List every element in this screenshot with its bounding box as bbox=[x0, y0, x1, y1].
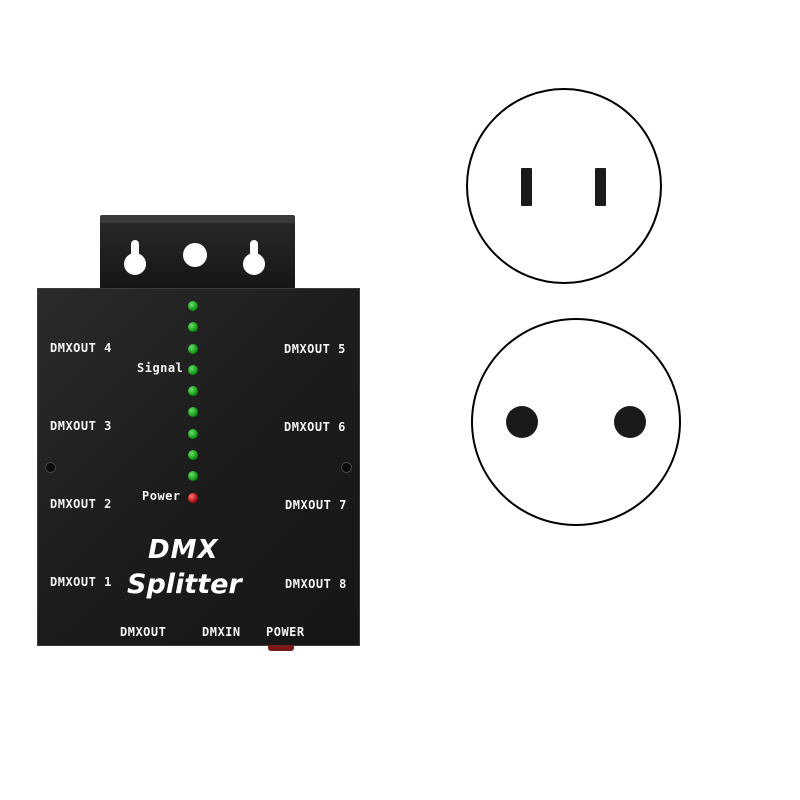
round-pin-left-icon bbox=[506, 406, 538, 438]
brand-dmx: DMX bbox=[148, 535, 219, 565]
signal-led-8 bbox=[188, 450, 198, 460]
port-label-dmxout-6: DMXOUT 6 bbox=[284, 420, 346, 434]
signal-label: Signal bbox=[137, 361, 184, 375]
port-label-dmxout-3: DMXOUT 3 bbox=[50, 419, 112, 433]
port-label-dmxout-4: DMXOUT 4 bbox=[50, 341, 112, 355]
keyhole-left-icon bbox=[124, 240, 146, 275]
port-label-dmxout-5: DMXOUT 5 bbox=[284, 342, 346, 356]
bottom-label-dmxout: DMXOUT bbox=[120, 625, 167, 639]
round-pin-right-icon bbox=[614, 406, 646, 438]
round-two-pin-plug-outlet-icon bbox=[471, 318, 681, 526]
bracket-lip bbox=[100, 215, 295, 223]
power-led-label: Power bbox=[142, 489, 181, 503]
signal-led-1 bbox=[188, 301, 198, 311]
port-label-dmxout-1: DMXOUT 1 bbox=[50, 575, 112, 589]
signal-led-7 bbox=[188, 429, 198, 439]
flat-two-slot-plug-outlet-icon bbox=[466, 88, 662, 284]
power-led bbox=[188, 493, 198, 503]
port-label-dmxout-7: DMXOUT 7 bbox=[285, 498, 347, 512]
mount-hole-icon bbox=[183, 243, 207, 267]
screw-left-icon bbox=[45, 462, 56, 473]
bottom-label-dmxin: DMXIN bbox=[202, 625, 241, 639]
port-label-dmxout-8: DMXOUT 8 bbox=[285, 577, 347, 591]
port-label-dmxout-2: DMXOUT 2 bbox=[50, 497, 112, 511]
keyhole-right-icon bbox=[243, 240, 265, 275]
brand-splitter: Splitter bbox=[127, 569, 242, 600]
signal-led-2 bbox=[188, 322, 198, 332]
signal-led-4 bbox=[188, 365, 198, 375]
bottom-label-power: POWER bbox=[266, 625, 305, 639]
screw-right-icon bbox=[341, 462, 352, 473]
flat-slot-left-icon bbox=[521, 168, 532, 206]
dmx-splitter-box bbox=[37, 288, 360, 646]
signal-led-5 bbox=[188, 386, 198, 396]
power-connector bbox=[268, 645, 294, 651]
mounting-bracket bbox=[100, 215, 295, 290]
signal-led-3 bbox=[188, 344, 198, 354]
signal-led-9 bbox=[188, 471, 198, 481]
signal-led-6 bbox=[188, 407, 198, 417]
flat-slot-right-icon bbox=[595, 168, 606, 206]
